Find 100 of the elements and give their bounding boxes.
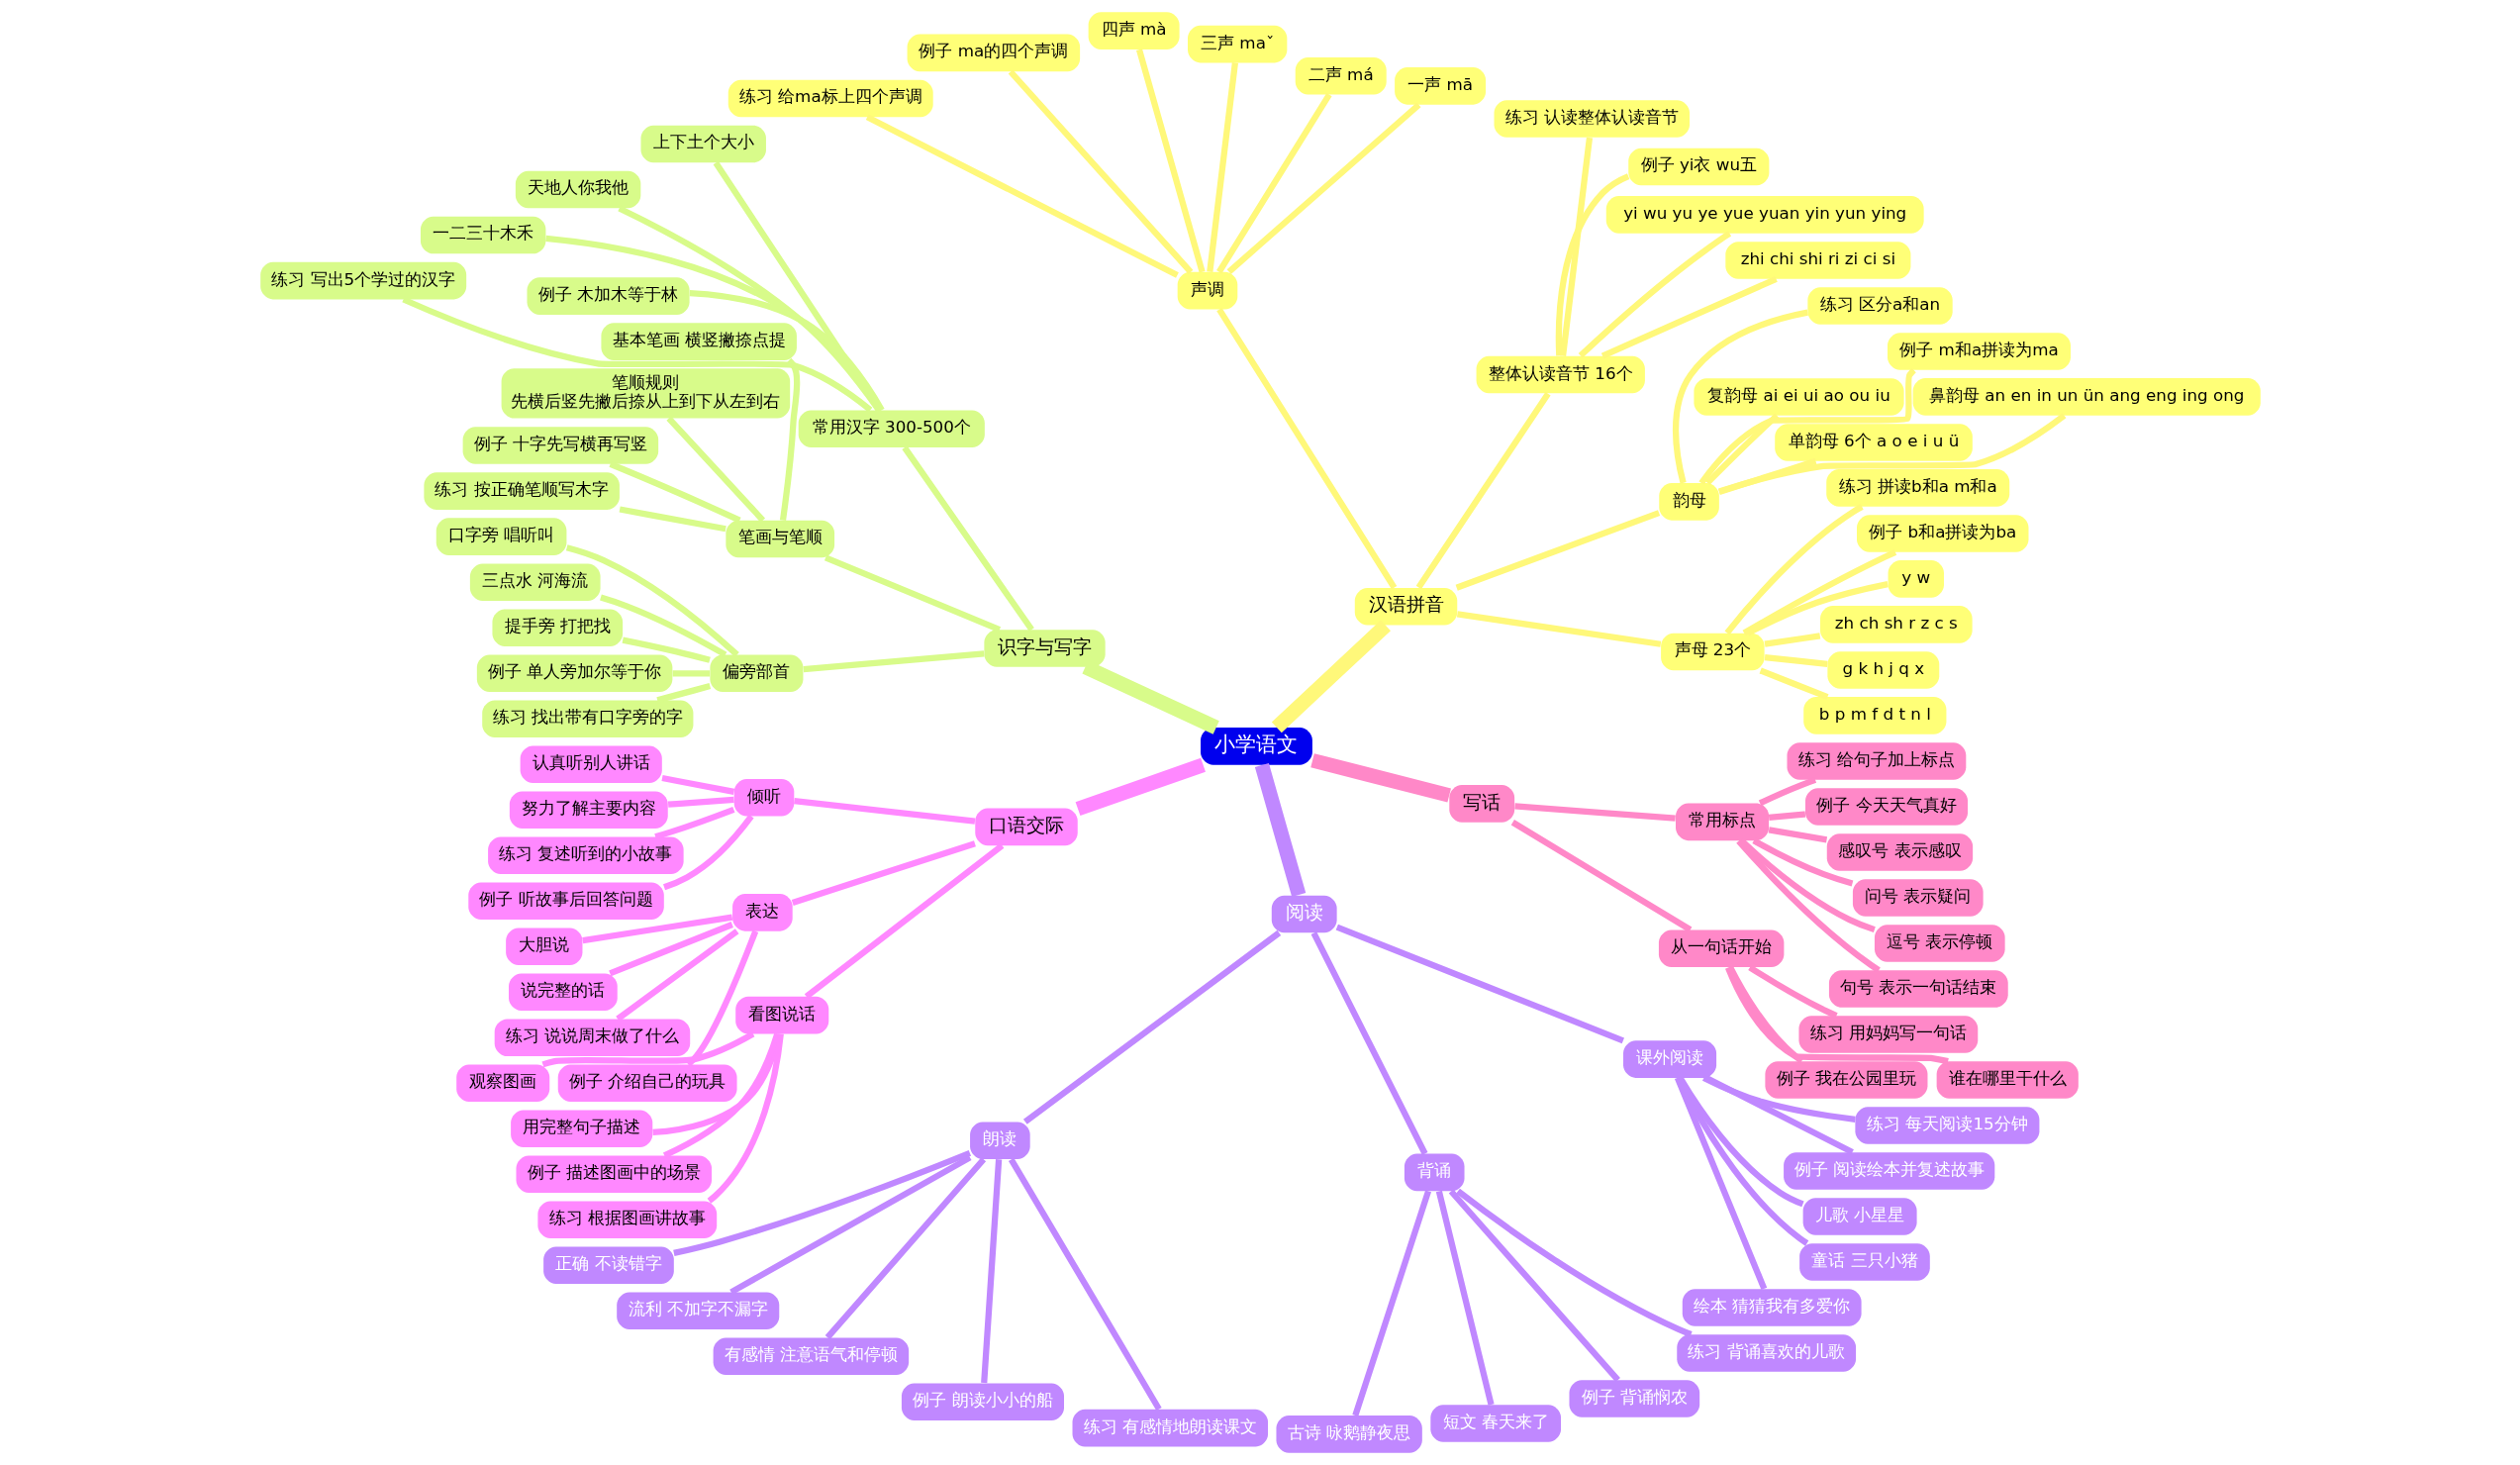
node-box: 二声 má: [1295, 56, 1387, 95]
node-box: 有感情 注意语气和停顿: [713, 1337, 909, 1376]
connector: [1008, 69, 1193, 274]
node-box: 阅读: [1271, 895, 1337, 933]
node-box: 谁在哪里干什么: [1936, 1061, 2079, 1099]
connector: [1335, 924, 1624, 1044]
node-box: 韵母: [1658, 483, 1719, 521]
node-box: 练习 有感情地朗读课文: [1072, 1409, 1268, 1447]
connector: [581, 914, 732, 944]
connector: [608, 461, 741, 524]
node-box: 例子 听故事后回答问题: [467, 882, 664, 921]
node-box: 例子 介绍自己的玩具: [557, 1064, 737, 1103]
node-box: 从一句话开始: [1658, 929, 1784, 968]
node-box: 写话: [1448, 785, 1514, 823]
connector: [1456, 611, 1661, 647]
node-box: 例子 m和a拼读为ma: [1887, 333, 2071, 370]
connector: [728, 1154, 972, 1296]
connector: [662, 814, 754, 891]
node-box: 三声 maˇ: [1187, 25, 1287, 63]
node-box: 努力了解主要内容: [509, 791, 668, 830]
connector: [980, 1159, 1002, 1384]
node-box: 倾听: [733, 779, 794, 817]
connector: [1513, 803, 1676, 822]
connector: [1022, 929, 1281, 1124]
node-box: 练习 写出5个学过的汉字: [259, 261, 466, 300]
node-box: 问号 表示疑问: [1852, 879, 1984, 917]
connector: [541, 1030, 754, 1068]
node-box: 短文 春天来了: [1429, 1405, 1561, 1442]
node-box: 朗读: [969, 1122, 1030, 1160]
node-box: 儿歌 小星星: [1802, 1198, 1917, 1235]
connector: [1758, 776, 1816, 807]
node-box: 声调: [1177, 271, 1237, 310]
connector: [1672, 309, 1808, 484]
connector: [1768, 827, 1827, 843]
connector: [1215, 93, 1332, 274]
node-box: 练习 根据图画讲故事: [536, 1201, 717, 1239]
connector: [1555, 173, 1629, 356]
connector: [1310, 931, 1427, 1155]
node-box: 感叹号 表示感叹: [1826, 833, 1973, 871]
connector: [1215, 307, 1397, 590]
connector: [824, 1157, 986, 1340]
node-box: 常用标点: [1675, 803, 1769, 841]
connector: [1309, 753, 1451, 803]
node-box: 口语交际: [974, 808, 1078, 846]
node-box: 例子 ma的四个声调: [907, 34, 1080, 72]
connector: [619, 506, 727, 533]
connector: [865, 114, 1179, 278]
connector: [1747, 964, 1838, 1019]
connector: [615, 928, 738, 1022]
connector: [622, 636, 711, 663]
node-box: 识字与写字: [983, 630, 1106, 667]
connector: [803, 650, 984, 673]
node-box: 单韵母 6个 a o e i u ü: [1774, 424, 1973, 461]
node-box: 表达: [731, 894, 793, 931]
connector: [667, 796, 734, 808]
connector: [1675, 1076, 1808, 1246]
node-box: 练习 给句子加上标点: [1787, 742, 1966, 780]
node-box: 观察图画: [455, 1064, 549, 1103]
node-box: 说完整的话: [508, 973, 618, 1012]
node-box: 汉语拼音: [1354, 587, 1457, 626]
node-box: 例子 朗读小小的船: [901, 1383, 1064, 1421]
connector: [1759, 667, 1828, 700]
connector: [1254, 762, 1306, 898]
node-box: b p m f d t n l: [1802, 697, 1946, 734]
node-box: 偏旁部首: [709, 654, 803, 693]
node-box: 练习 拼读b和a m和a: [1825, 469, 2009, 507]
node-box: 流利 不加字不漏字: [616, 1292, 779, 1330]
connector: [707, 1033, 784, 1204]
node-box: zhi chi shi ri zi ci si: [1724, 242, 1910, 279]
connector: [1764, 633, 1820, 647]
connector: [824, 554, 1001, 633]
node-box: 练习 给ma标上四个声调: [727, 79, 933, 118]
node-box: 练习 复述听到的小故事: [487, 836, 684, 875]
connector: [1697, 367, 1916, 485]
connector: [401, 296, 872, 413]
node-box: 三点水 河海流: [469, 563, 601, 602]
node-box: 例子 yi衣 wu五: [1627, 147, 1769, 186]
node-box: 例子 木加木等于林: [527, 277, 690, 315]
connector: [1226, 102, 1420, 274]
node-box: 认真听别人讲话: [520, 745, 662, 784]
node-box: 一声 mā: [1394, 67, 1486, 105]
connector: [608, 922, 733, 977]
connector: [689, 289, 885, 412]
connector: [1008, 1157, 1162, 1412]
node-box: 练习 说说周末做了什么: [494, 1019, 690, 1057]
connector: [599, 594, 727, 658]
connector: [1600, 275, 1778, 359]
connector: [1206, 62, 1238, 272]
node-box: 练习 按正确笔顺写木字: [423, 472, 620, 510]
node-box: 整体认读音节 16个: [1476, 355, 1645, 394]
connector: [672, 1149, 971, 1256]
connector: [1135, 49, 1206, 273]
connector: [1448, 1189, 1620, 1383]
node-box: 例子 今天天气真好: [1804, 788, 1968, 826]
connector: [660, 774, 734, 796]
connector: [1435, 1190, 1495, 1406]
node-box: 古诗 咏鹅静夜思: [1275, 1416, 1422, 1453]
connector: [1768, 811, 1805, 822]
node-box: 小学语文: [1200, 728, 1312, 765]
connector: [779, 357, 800, 522]
